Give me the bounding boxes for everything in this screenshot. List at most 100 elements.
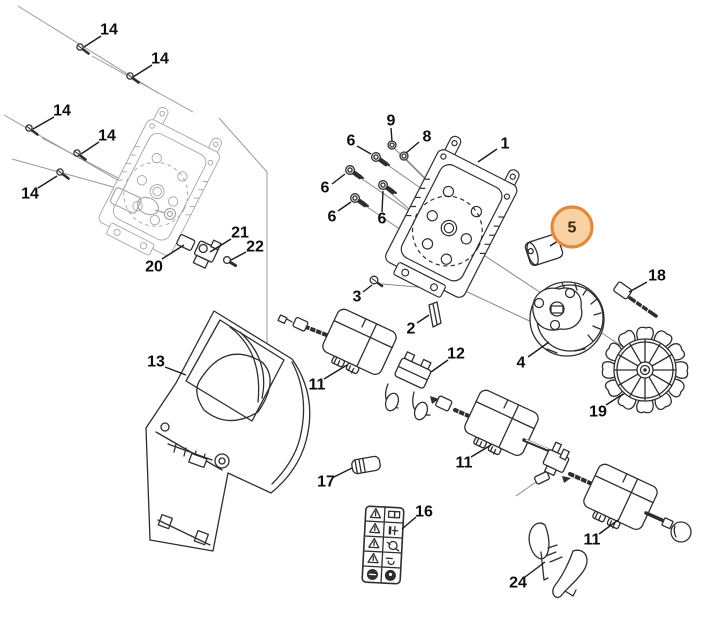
part-4-motor	[529, 281, 605, 357]
screws-14	[24, 42, 140, 180]
callout-11[interactable]: 11	[309, 364, 348, 394]
callout-5-highlighted[interactable]: 5	[549, 205, 594, 249]
callout-16[interactable]: 16	[401, 504, 433, 530]
callout-leader-line	[362, 284, 373, 293]
callout-8[interactable]: 8	[405, 129, 432, 154]
part-11-third	[562, 461, 692, 543]
callout-14[interactable]: 14	[80, 128, 116, 155]
part-22-screw	[222, 255, 237, 267]
callout-leader-line	[80, 141, 100, 155]
part-number-label[interactable]: 16	[415, 504, 433, 521]
part-number-label[interactable]: 14	[98, 128, 116, 145]
callout-leader-line	[527, 341, 550, 358]
callout-leader-line	[209, 238, 232, 253]
part-17-sleeve	[351, 455, 381, 475]
part-16-safety-sticker	[361, 505, 405, 585]
part-number-label[interactable]: 6	[378, 211, 387, 228]
part-number-label[interactable]: 14	[100, 22, 118, 39]
callout-20[interactable]: 20	[145, 244, 185, 276]
part-number-label[interactable]: 1	[501, 136, 510, 153]
callout-9[interactable]: 9	[387, 113, 396, 142]
part-18-connector	[613, 281, 658, 318]
part-number-label[interactable]: 6	[321, 180, 330, 197]
part-number-label[interactable]: 18	[648, 268, 666, 285]
part-12-clamp	[384, 351, 432, 421]
callout-3[interactable]: 3	[353, 284, 373, 306]
callout-2[interactable]: 2	[407, 314, 430, 338]
part-24-bracket	[528, 522, 588, 599]
callout-1[interactable]: 1	[477, 136, 510, 163]
part-number-label[interactable]: 2	[407, 321, 416, 338]
callout-24[interactable]: 24	[509, 561, 546, 592]
callout-13[interactable]: 13	[147, 354, 187, 376]
part-number-label[interactable]: 11	[584, 532, 601, 549]
callout-leader-line	[605, 393, 624, 406]
pictogram-icons	[366, 510, 401, 581]
part-21-switch	[192, 239, 222, 269]
part-number-label[interactable]: 14	[151, 51, 169, 68]
callout-21[interactable]: 21	[209, 225, 249, 253]
part-number-label[interactable]: 13	[147, 354, 165, 371]
part-11-second	[430, 387, 550, 466]
callout-leader-line	[83, 35, 102, 48]
callout-22[interactable]: 22	[230, 239, 264, 261]
part-number-label[interactable]: 22	[246, 239, 264, 256]
callout-leader-line	[390, 127, 393, 142]
part-5-cylinder	[524, 233, 564, 267]
part-number-label[interactable]: 9	[387, 113, 396, 130]
callout-leader-line	[430, 359, 449, 373]
part-2-wedge	[428, 301, 442, 328]
warning-triangle-icons	[367, 507, 382, 564]
callout-19[interactable]: 19	[589, 393, 624, 421]
callout-14[interactable]: 14	[21, 175, 58, 203]
part-number-label[interactable]: 5	[568, 220, 577, 237]
callout-leader-line	[331, 173, 346, 185]
part-19-fan-wheel	[601, 326, 689, 414]
callout-leader-line	[628, 281, 648, 293]
part-number-label[interactable]: 11	[456, 455, 473, 472]
callout-11[interactable]: 11	[584, 519, 619, 549]
part-number-label[interactable]: 14	[21, 186, 39, 203]
part-13-housing	[145, 310, 311, 552]
pin	[533, 471, 551, 485]
part-3-screw	[369, 275, 384, 288]
part-number-label[interactable]: 6	[347, 133, 356, 150]
callout-14[interactable]: 14	[32, 103, 71, 130]
part-number-label[interactable]: 14	[53, 103, 71, 120]
callout-leader-line	[381, 190, 384, 213]
part-number-label[interactable]: 4	[517, 355, 526, 372]
callout-4[interactable]: 4	[517, 341, 550, 372]
part-number-label[interactable]: 21	[231, 225, 249, 242]
callout-6[interactable]: 6	[328, 201, 352, 226]
callout-leader-line	[598, 519, 619, 535]
callout-11[interactable]: 11	[456, 444, 492, 472]
callout-leader-line	[161, 244, 185, 260]
callout-17[interactable]: 17	[317, 467, 353, 491]
callout-leader-line	[477, 148, 498, 163]
connector-plug	[542, 441, 570, 477]
callout-12[interactable]: 12	[430, 346, 465, 373]
callout-6[interactable]: 6	[347, 133, 372, 155]
part-number-label[interactable]: 8	[423, 129, 432, 146]
callout-14[interactable]: 14	[132, 51, 169, 78]
part-number-label[interactable]: 6	[328, 209, 337, 226]
callout-leader-line	[524, 561, 546, 578]
callout-6[interactable]: 6	[378, 190, 387, 228]
callout-6[interactable]: 6	[321, 173, 346, 197]
callout-14[interactable]: 14	[83, 22, 118, 48]
part-number-label[interactable]: 17	[317, 474, 335, 491]
ghost-frame-assembly	[92, 103, 230, 265]
part-number-label[interactable]: 20	[145, 259, 163, 276]
callout-leader-line	[405, 141, 420, 154]
part-number-label[interactable]: 11	[309, 377, 326, 394]
callout-leader-line	[470, 444, 492, 458]
part-number-label[interactable]: 3	[353, 289, 362, 306]
callout-leader-line	[230, 251, 247, 261]
part-number-label[interactable]: 24	[509, 575, 527, 592]
part-number-label[interactable]: 19	[589, 404, 607, 421]
callout-18[interactable]: 18	[628, 268, 666, 293]
part-number-label[interactable]: 12	[447, 346, 465, 363]
highlight-circle[interactable]	[550, 205, 594, 249]
